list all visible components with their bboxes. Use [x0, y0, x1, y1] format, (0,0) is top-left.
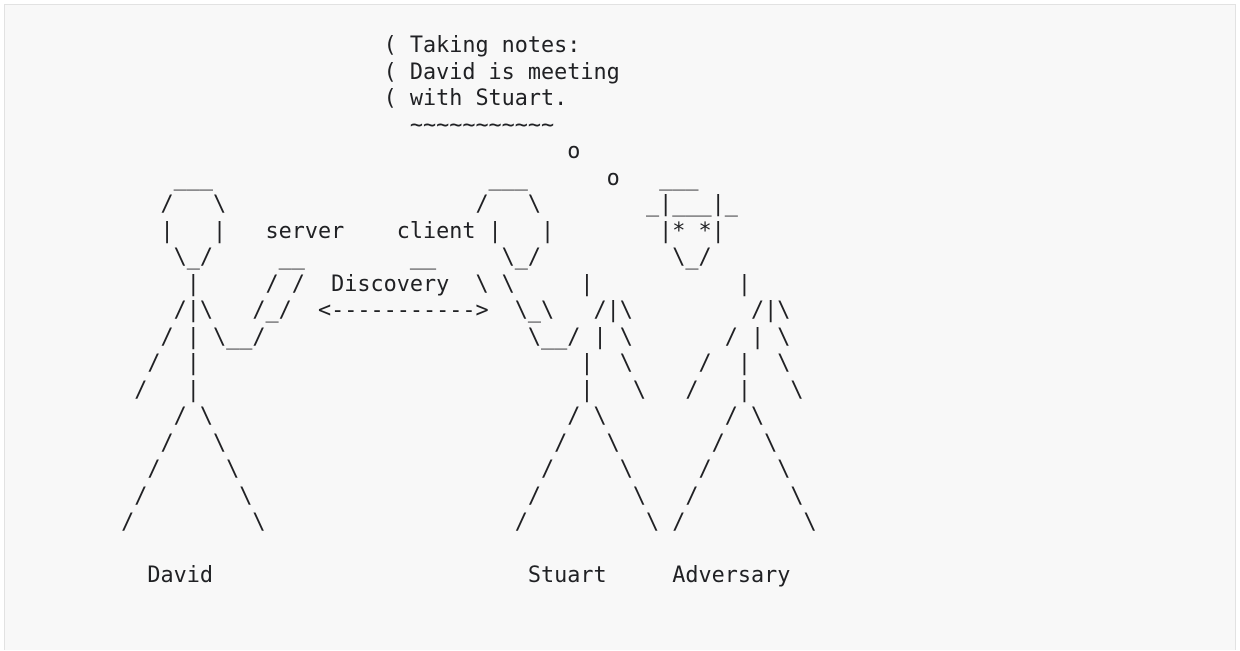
ascii-diagram: ( Taking notes: ( David is meeting ( wit… — [5, 5, 1237, 651]
torso-row-2: / | | \ / | \ — [108, 377, 804, 403]
heads-labels: | | server client | | |* *| — [108, 218, 725, 244]
discovery-row: | / / Discovery \ \ | | — [108, 271, 752, 297]
heads-chins: \_/ __ __ \_/ \_/ — [108, 245, 712, 270]
thought-line-3: ( with Stuart. — [108, 86, 568, 111]
thought-tilde: ~~~~~~~~~~~ — [108, 112, 555, 138]
actor-names: David Stuart Adversary — [108, 563, 791, 588]
legs-row-5: / \ / \ / \ — [108, 510, 817, 535]
arrow-row: /|\ /_/ <-----------> \_\ /|\ /|\ — [108, 298, 791, 323]
legs-row-1: / \ / \ / \ — [108, 404, 765, 429]
thought-line-2: ( David is meeting — [108, 59, 620, 85]
heads-top: ___ ___ o ___ — [108, 165, 699, 191]
heads-middle: / \ / \ _|___|_ — [108, 192, 738, 217]
legs-row-4: / \ / \ / \ — [108, 483, 804, 509]
arms-row: / | \__/ \__/ | \ / | \ — [108, 324, 791, 350]
legs-row-3: / \ / \ / \ — [108, 457, 791, 482]
diagram-panel: ( Taking notes: ( David is meeting ( wit… — [4, 4, 1236, 650]
legs-row-2: / \ / \ / \ — [108, 430, 778, 456]
thought-dot-1: o — [108, 139, 581, 164]
torso-row-1: / | | \ / | \ — [108, 351, 791, 376]
thought-line-1: ( Taking notes: — [108, 33, 581, 58]
